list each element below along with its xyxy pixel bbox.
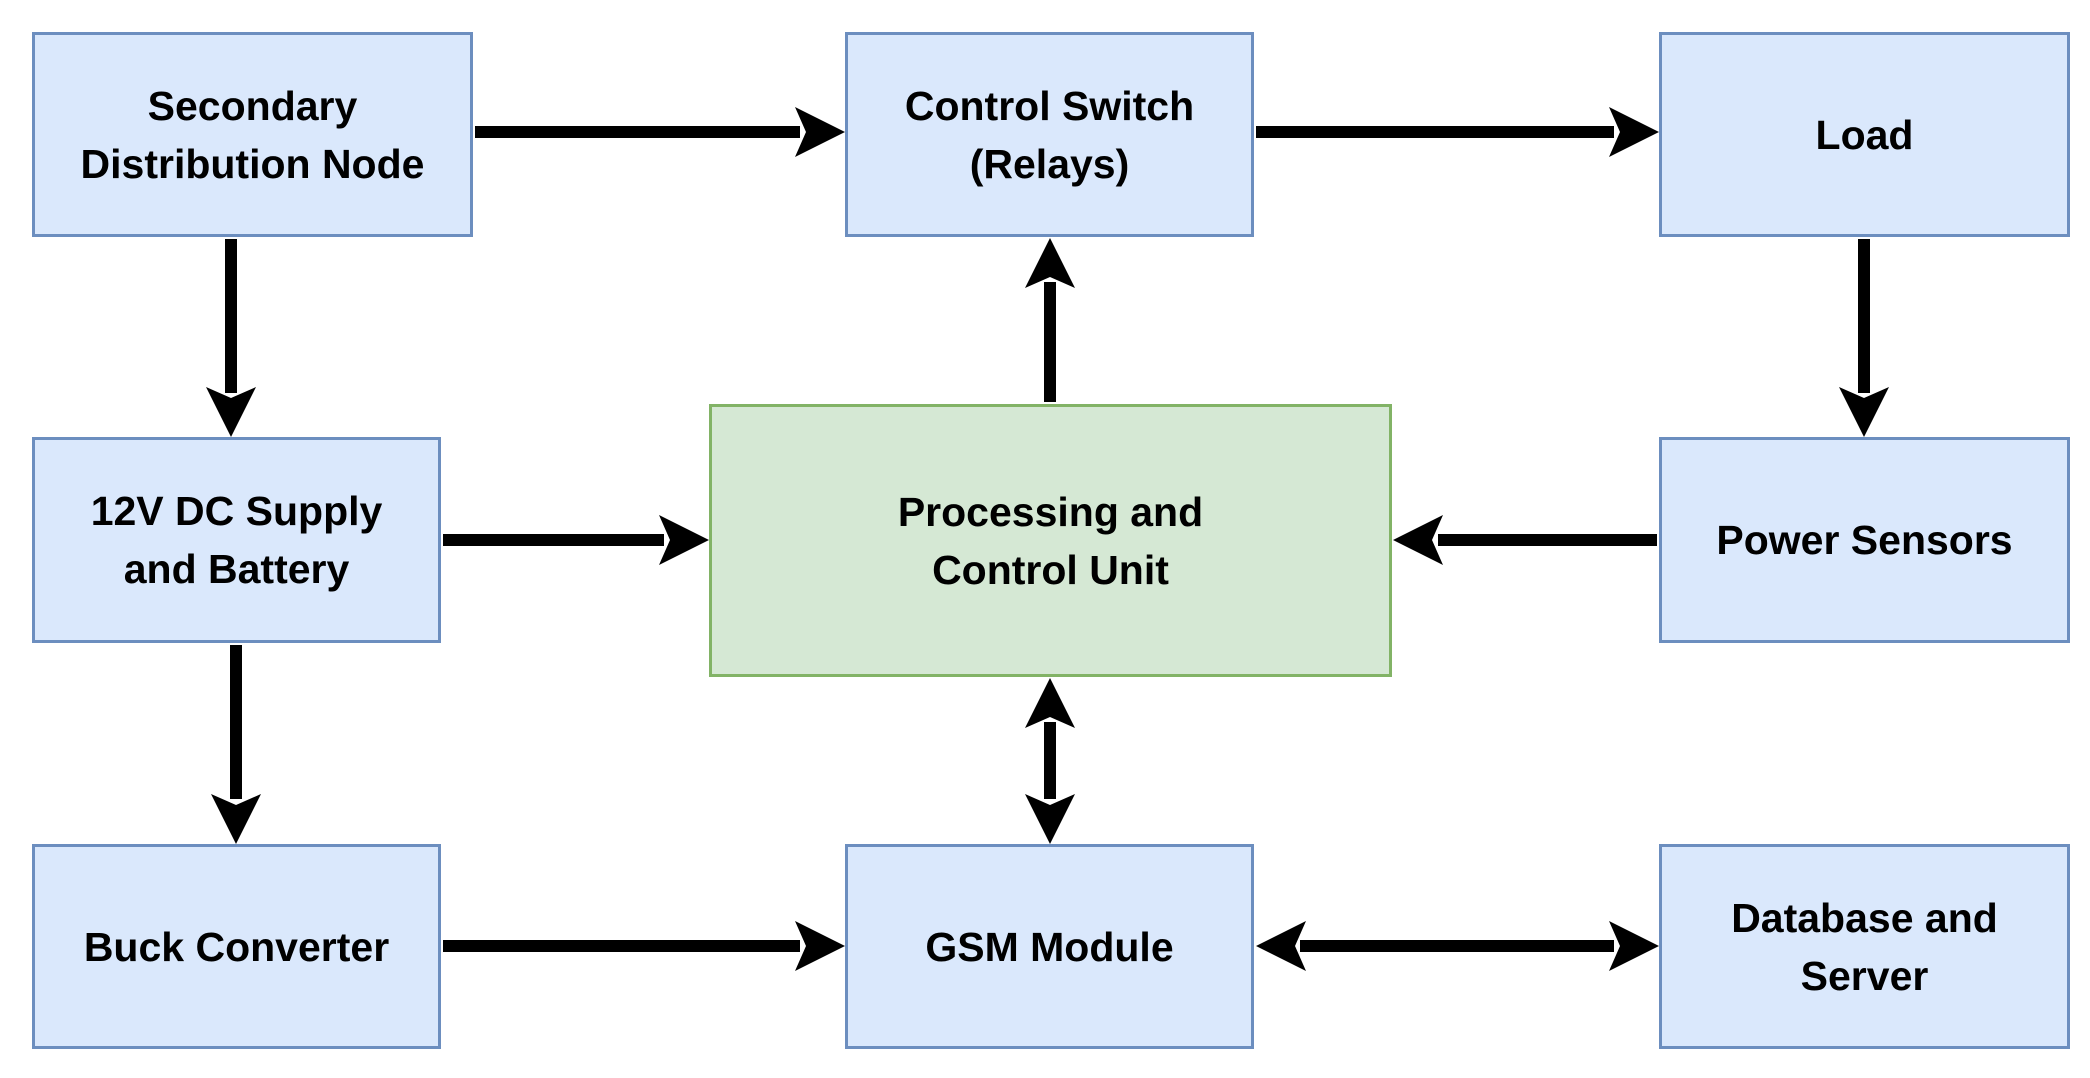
arrow-dc-supply-to-processing — [443, 515, 709, 565]
arrow-processing-gsm-bidirectional — [1025, 678, 1075, 844]
processing-control-unit-label: Processing and Control Unit — [897, 488, 1204, 593]
arrow-gsm-database-bidirectional — [1256, 921, 1659, 971]
arrow-processing-to-control-switch — [1025, 238, 1075, 402]
buck-converter-label: Buck Converter — [83, 923, 390, 970]
power-sensors-label: Power Sensors — [1716, 517, 2013, 563]
arrow-load-to-power-sensors — [1839, 239, 1889, 437]
arrow-dc-supply-to-buck-converter — [211, 645, 261, 844]
gsm-module-box: GSM Module — [845, 844, 1254, 1049]
buck-converter-box: Buck Converter — [32, 844, 441, 1049]
arrow-buck-converter-to-gsm — [443, 921, 845, 971]
arrow-power-sensors-to-processing — [1393, 515, 1657, 565]
power-sensors-box: Power Sensors — [1659, 437, 2070, 643]
control-switch-label: Control Switch (Relays) — [904, 82, 1195, 187]
database-server-label: Database and Server — [1731, 894, 1998, 999]
dc-supply-battery-box: 12V DC Supply and Battery — [32, 437, 441, 643]
arrow-distribution-to-dc-supply — [206, 239, 256, 437]
load-box: Load — [1659, 32, 2070, 237]
arrow-distribution-to-control-switch — [475, 107, 845, 157]
secondary-distribution-node-label: Secondary Distribution Node — [80, 82, 425, 187]
database-server-box: Database and Server — [1659, 844, 2070, 1049]
gsm-module-label: GSM Module — [925, 923, 1174, 970]
processing-control-unit-box: Processing and Control Unit — [709, 404, 1392, 677]
arrow-control-switch-to-load — [1256, 107, 1659, 157]
dc-supply-battery-label: 12V DC Supply and Battery — [90, 488, 383, 592]
load-label: Load — [1815, 111, 1914, 158]
secondary-distribution-node-box: Secondary Distribution Node — [32, 32, 473, 237]
control-switch-box: Control Switch (Relays) — [845, 32, 1254, 237]
